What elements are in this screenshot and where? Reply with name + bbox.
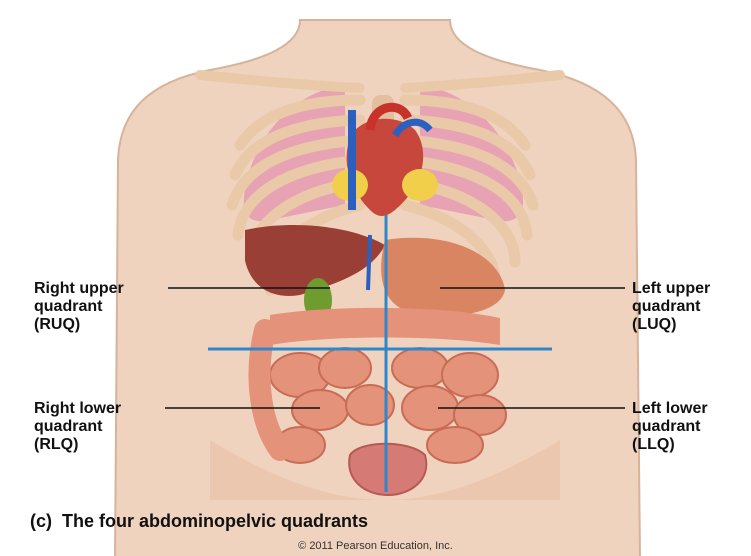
llq-label-line-2: quadrant — [632, 418, 708, 436]
figure-caption: (c) The four abdominopelvic quadrants — [30, 511, 368, 532]
urinary-bladder — [349, 444, 426, 495]
rlq-label-line-3: (RLQ) — [34, 436, 121, 454]
rlq-label-line-2: quadrant — [34, 418, 121, 436]
rlq-label-line-1: Right lower — [34, 400, 121, 418]
ruq-label-line-2: quadrant — [34, 298, 124, 316]
rlq-label: Right lower quadrant (RLQ) — [34, 400, 121, 454]
luq-label-line-3: (LUQ) — [632, 316, 710, 334]
llq-label-line-1: Left lower — [632, 400, 708, 418]
abdominal-vessels — [368, 235, 370, 290]
caption-letter: (c) — [30, 511, 52, 531]
caption-text: The four abdominopelvic quadrants — [62, 511, 368, 531]
ruq-label-line-3: (RUQ) — [34, 316, 124, 334]
llq-label: Left lower quadrant (LLQ) — [632, 400, 708, 454]
luq-label-line-2: quadrant — [632, 298, 710, 316]
luq-label-line-1: Left upper — [632, 280, 710, 298]
llq-label-line-3: (LLQ) — [632, 436, 708, 454]
luq-label: Left upper quadrant (LUQ) — [632, 280, 710, 334]
copyright-notice: © 2011 Pearson Education, Inc. — [0, 540, 751, 552]
ruq-label: Right upper quadrant (RUQ) — [34, 280, 124, 334]
ruq-label-line-1: Right upper — [34, 280, 124, 298]
